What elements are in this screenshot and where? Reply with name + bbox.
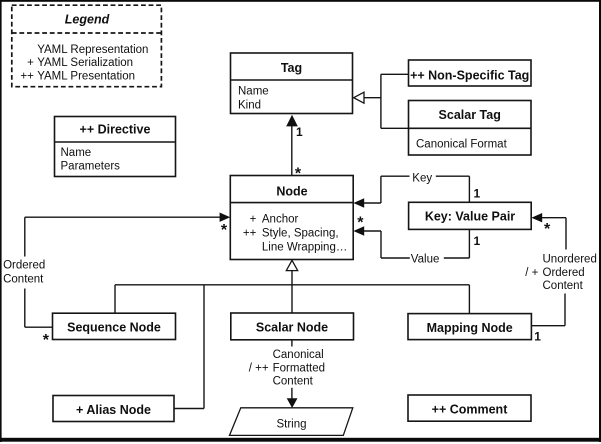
svg-text:YAML Representation: YAML Representation: [37, 44, 148, 56]
svg-text:Kind: Kind: [238, 100, 261, 112]
svg-text:++: ++: [20, 71, 34, 83]
svg-text:1: 1: [474, 234, 481, 248]
svg-text:Parameters: Parameters: [61, 161, 121, 173]
svg-text:Key: Value Pair: Key: Value Pair: [425, 210, 515, 224]
svg-text:*: *: [295, 166, 302, 183]
svg-text:*: *: [544, 221, 551, 238]
svg-text:Mapping Node: Mapping Node: [427, 321, 513, 335]
svg-text:Scalar Node: Scalar Node: [256, 321, 328, 335]
svg-text:1: 1: [296, 125, 303, 139]
svg-text:++: ++: [243, 228, 257, 240]
svg-text:+: +: [27, 57, 34, 69]
svg-text:/ ++: / ++: [249, 363, 269, 375]
svg-text:/ +: / +: [525, 267, 538, 279]
svg-text:Name: Name: [61, 147, 92, 159]
svg-text:YAML Serialization: YAML Serialization: [37, 57, 133, 69]
svg-text:Ordered: Ordered: [3, 260, 45, 272]
svg-text:++ Non-Specific Tag: ++ Non-Specific Tag: [410, 69, 529, 83]
svg-text:*: *: [43, 332, 50, 349]
svg-text:Legend: Legend: [65, 13, 110, 27]
svg-text:Canonical: Canonical: [273, 349, 324, 361]
svg-text:Name: Name: [238, 86, 269, 98]
svg-text:++ Directive: ++ Directive: [80, 123, 151, 137]
svg-text:YAML Presentation: YAML Presentation: [37, 71, 135, 83]
svg-text:1: 1: [534, 329, 541, 343]
svg-text:++ Comment: ++ Comment: [432, 403, 509, 417]
svg-text:+ Alias Node: + Alias Node: [76, 403, 151, 417]
svg-text:Tag: Tag: [281, 61, 302, 75]
svg-text:Value: Value: [411, 254, 440, 266]
svg-text:Scalar Tag: Scalar Tag: [439, 108, 501, 122]
svg-text:+: +: [250, 214, 257, 226]
svg-text:*: *: [357, 215, 364, 232]
svg-text:Line Wrapping…: Line Wrapping…: [262, 242, 347, 254]
svg-text:Content: Content: [3, 273, 44, 285]
svg-text:Style, Spacing,: Style, Spacing,: [262, 228, 339, 240]
svg-text:String: String: [276, 419, 306, 431]
svg-text:1: 1: [474, 186, 481, 200]
svg-text:*: *: [221, 222, 228, 239]
svg-text:Content: Content: [543, 280, 584, 292]
svg-text:Formatted: Formatted: [273, 363, 325, 375]
svg-text:Anchor: Anchor: [262, 214, 299, 226]
svg-text:Canonical Format: Canonical Format: [416, 138, 508, 150]
svg-text:Content: Content: [273, 376, 314, 388]
svg-text:Sequence Node: Sequence Node: [67, 321, 161, 335]
svg-text:Key: Key: [412, 172, 432, 184]
svg-text:Node: Node: [276, 185, 307, 199]
svg-text:Unordered: Unordered: [543, 253, 597, 265]
svg-text:Ordered: Ordered: [543, 267, 585, 279]
